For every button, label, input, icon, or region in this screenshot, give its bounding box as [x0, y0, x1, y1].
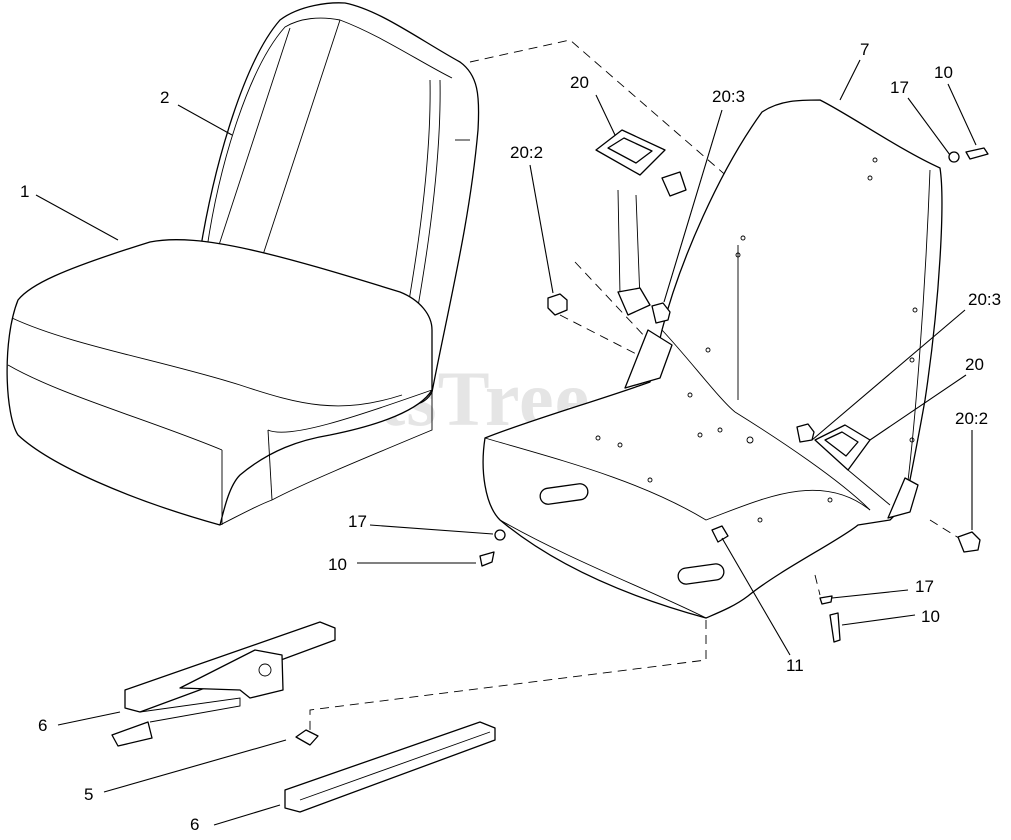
callout-belt-right: 20 — [965, 355, 984, 374]
callout-belt-right-bolt: 20:2 — [955, 409, 988, 428]
callout-washer-left: 17 — [348, 512, 367, 531]
callout-seat-cushion: 1 — [20, 182, 29, 201]
callout-pan-nut: 11 — [786, 656, 804, 675]
seat-cushion — [6, 239, 433, 526]
callout-bumper: 5 — [84, 785, 93, 804]
callout-slide-rail-lower: 6 — [190, 815, 199, 834]
callout-screw-left: 10 — [328, 555, 347, 574]
seat-pan — [482, 99, 943, 619]
slide-rail-lower — [284, 721, 496, 813]
callout-seat-pan: 7 — [860, 40, 869, 59]
hardware — [295, 147, 989, 746]
callout-screw-bottom: 10 — [921, 607, 940, 626]
callout-belt-upper-bolt: 20:2 — [510, 143, 543, 162]
callout-belt-right-nut: 20:3 — [968, 290, 1001, 309]
callout-belt-upper-nut: 20:3 — [712, 87, 745, 106]
seat-belt-left — [595, 129, 687, 316]
leader-lines — [35, 59, 977, 826]
callout-washer-top: 17 — [890, 78, 909, 97]
callout-belt-upper: 20 — [570, 73, 589, 92]
callout-screw-top: 10 — [934, 63, 953, 82]
callout-slide-rail-upper: 6 — [38, 716, 47, 735]
callout-seat-back: 2 — [160, 88, 169, 107]
callout-washer-bottom: 17 — [915, 577, 934, 596]
slide-rail-upper — [111, 621, 336, 747]
